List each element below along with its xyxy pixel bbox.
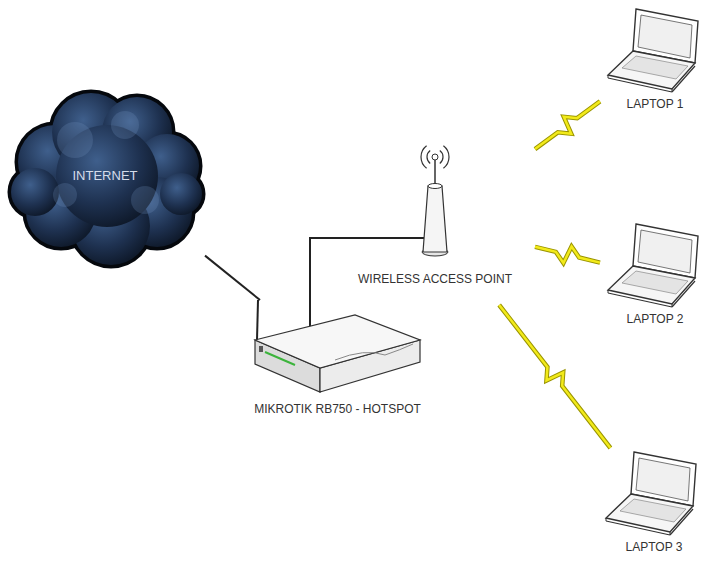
router-art <box>235 300 440 400</box>
label-box: LAPTOP 3 <box>598 540 710 554</box>
wireless-link <box>535 246 600 263</box>
internet-cloud <box>10 92 203 266</box>
label-box: INTERNET <box>5 70 205 280</box>
connector-path <box>535 246 600 263</box>
bolt-outline <box>535 101 600 149</box>
laptop-node: LAPTOP 2 <box>600 220 710 332</box>
cable-link <box>205 256 260 300</box>
device-label: LAPTOP 2 <box>627 312 684 326</box>
laptop-node: LAPTOP 3 <box>598 448 710 560</box>
ap-art <box>335 140 535 270</box>
internet-node: INTERNET <box>5 70 205 280</box>
connector-path <box>535 101 600 149</box>
connector-path <box>499 305 610 448</box>
bolt-outline <box>499 305 610 448</box>
laptop-icon <box>608 224 698 307</box>
laptop-node: LAPTOP 1 <box>600 5 710 117</box>
device-label: MIKROTIK RB750 - HOTSPOT <box>254 402 421 416</box>
device-label: WIRELESS ACCESS POINT <box>358 272 512 286</box>
label-box: LAPTOP 2 <box>600 312 710 326</box>
label-box: LAPTOP 1 <box>600 97 710 111</box>
connector-path <box>205 256 260 300</box>
antenna-symbol <box>335 146 449 256</box>
access-point-node: WIRELESS ACCESS POINT <box>335 140 535 305</box>
bolt-outline <box>535 246 600 263</box>
laptop-icon <box>608 9 698 92</box>
label-box: WIRELESS ACCESS POINT <box>335 272 535 286</box>
laptop-art <box>598 448 710 538</box>
cable-link <box>310 238 335 300</box>
laptop-icon <box>606 452 696 535</box>
device-label: LAPTOP 1 <box>627 97 684 111</box>
cloud-label: INTERNET <box>73 168 138 183</box>
wireless-link <box>535 101 600 149</box>
router-device <box>255 300 420 392</box>
connector-path <box>310 238 335 300</box>
device-label: LAPTOP 3 <box>626 540 683 554</box>
router-node: MIKROTIK RB750 - HOTSPOT <box>235 300 440 425</box>
label-box: MIKROTIK RB750 - HOTSPOT <box>235 402 440 416</box>
laptop-art <box>600 220 710 310</box>
wireless-link <box>499 305 610 448</box>
laptop-art <box>600 5 710 95</box>
